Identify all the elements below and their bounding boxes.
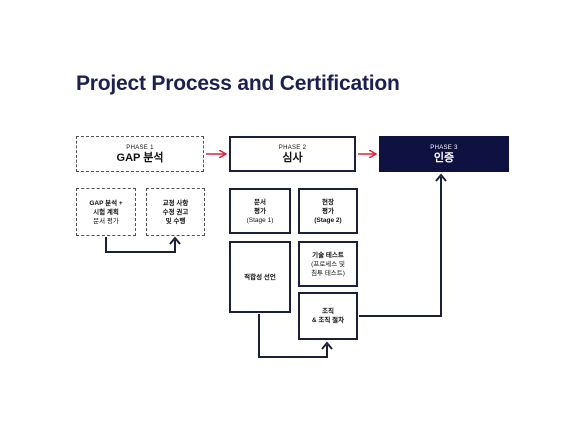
document-review-line3: (Stage 1) [246,216,274,224]
organization-process-line1: 조직 [322,308,334,315]
remediation-line3: 및 수행 [165,217,186,225]
phase-2-name: 심사 [282,151,303,164]
document-review-step: 문서 평가 (Stage 1) [229,188,291,234]
onsite-review-line1: 현장 [322,198,334,206]
technical-test-step: 기술 테스트 (프로세스 및 침투 테스트) [298,241,358,287]
phase-3-name: 인증 [433,151,455,164]
gap-analysis-line2: 시험 계획 [93,208,119,216]
arrow-organization-to-phase3 [359,177,442,317]
onsite-review-line3: (Stage 2) [314,216,342,224]
organization-process-line2: & 조직 절차 [311,317,345,324]
remediation-line2: 수정 권고 [162,208,189,216]
onsite-review-step: 현장 평가 (Stage 2) [298,188,358,234]
gap-analysis-step: GAP 분석 + 시험 계획 문서 평가 [76,188,136,236]
arrow-conformity-to-organization [258,314,328,358]
phase-3-label: PHASE 3 [430,144,458,151]
phase-2-label: PHASE 2 [278,144,307,151]
phase-1-name: GAP 분석 [116,151,164,164]
arrow-gap-to-remediation [105,237,176,253]
document-review-line1: 문서 [254,198,266,206]
conformity-declaration-step: 적합성 선언 [229,241,291,313]
technical-test-line2: (프로세스 및 [311,260,345,268]
technical-test-line3: 침투 테스트) [311,269,345,277]
remediation-line1: 교정 사항 [162,199,189,207]
gap-analysis-line1: GAP 분석 + [89,199,123,207]
conformity-declaration-line1: 적합성 선언 [244,273,276,281]
technical-test-line1: 기술 테스트 [312,251,344,259]
page-title: Project Process and Certification [76,72,400,95]
phase-2-box: PHASE 2 심사 [229,136,356,172]
organization-process-step: 조직 & 조직 절차 [298,292,358,340]
remediation-step: 교정 사항 수정 권고 및 수행 [146,188,205,236]
phase-3-box: PHASE 3 인증 [379,136,509,172]
document-review-line2: 평가 [254,207,266,215]
phase-1-label: PHASE 1 [126,144,154,151]
gap-analysis-line3: 문서 평가 [93,217,119,225]
onsite-review-line2: 평가 [322,207,334,215]
phase-1-box: PHASE 1 GAP 분석 [76,136,204,172]
